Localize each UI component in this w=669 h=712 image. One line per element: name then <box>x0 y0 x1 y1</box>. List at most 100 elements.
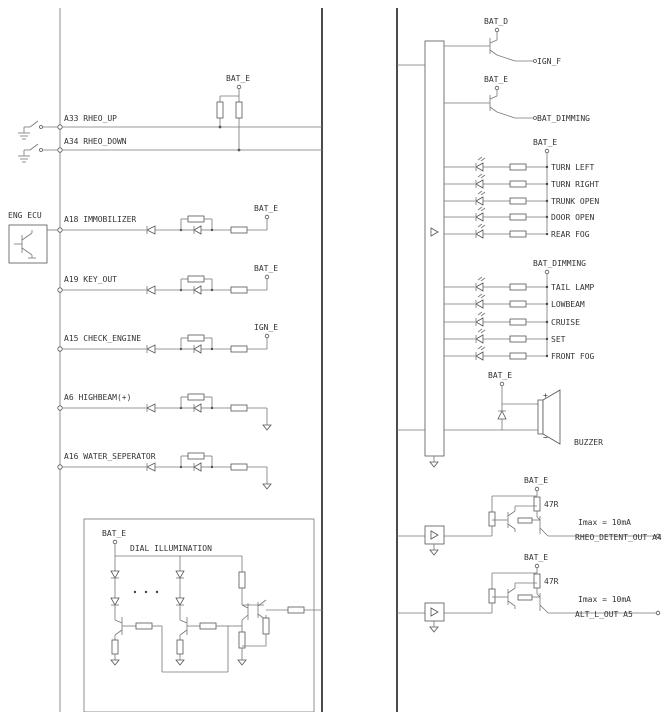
status-led-ray <box>480 329 486 334</box>
illum-q2-base-resistor <box>199 622 217 630</box>
illum-output-resistor <box>287 606 305 614</box>
illum-led1-icon <box>110 570 120 579</box>
status-led-row: REAR FOG <box>444 223 590 239</box>
driver-supply-label: BAT_E <box>524 476 548 485</box>
led-series-resistor <box>509 283 527 291</box>
indicator-ground-icon <box>262 424 272 431</box>
led-series-resistor <box>509 318 527 326</box>
status-led-label: REAR FOG <box>551 230 590 239</box>
rheo-up-switch-blade <box>29 120 39 128</box>
led-series-resistor <box>509 352 527 360</box>
status-led-ray <box>480 224 486 229</box>
status-led-ray <box>477 206 483 211</box>
illum-q1-base-resistor <box>135 622 153 630</box>
rheo-pullup-block: BAT_E <box>216 74 250 152</box>
bat-dimming-supply-terminal <box>494 85 500 91</box>
status-led-ray <box>477 311 483 316</box>
status-led-row: TRUNK OPEN <box>444 190 599 206</box>
driver-current-resistor <box>533 496 541 512</box>
ign-f-emit <box>489 49 498 56</box>
driver-imax-label: Imax = 10mA <box>578 595 631 604</box>
driver-supply-label: BAT_E <box>524 553 548 562</box>
indicator-supply-terminal <box>264 274 270 280</box>
rheo-up-input: A33 RHEO_UP <box>18 114 322 140</box>
ign-f-emit-wire <box>496 54 516 62</box>
buzzer-block: BAT_E + − BUZZER <box>444 371 603 447</box>
illum-driver-emit-lead <box>241 614 249 621</box>
status-led-row: TURN LEFT <box>444 156 595 172</box>
driver-pullup-resistor <box>488 588 496 604</box>
status-led-ray <box>480 157 486 162</box>
status-led-label: LOWBEAM <box>551 300 585 309</box>
led-series-resistor <box>509 300 527 308</box>
bat-dimming-terminal <box>533 116 537 120</box>
illum-driver-ground-icon <box>237 659 247 666</box>
led-row-junction <box>545 215 549 219</box>
status-led-ray <box>480 277 486 282</box>
indicator-pin-terminal <box>57 346 63 352</box>
driver-q2-coll <box>536 516 541 521</box>
driver-imax-label: Imax = 10mA <box>578 518 631 527</box>
ign-f-supply-label: BAT_D <box>484 17 508 26</box>
status-led-ray <box>477 293 483 298</box>
driver-supply-terminal <box>534 563 540 569</box>
status-led-ray <box>477 173 483 178</box>
driver-q1-emit <box>507 600 516 607</box>
led-row-junction <box>545 337 549 341</box>
driver-q2-emit <box>539 604 549 614</box>
driver-q2-emit <box>539 527 549 537</box>
indicator-pin-terminal <box>57 464 63 470</box>
buzzer-supply-label: BAT_E <box>488 371 512 380</box>
group2-supply-terminal <box>544 269 550 275</box>
status-led-ray <box>480 191 486 196</box>
led-row-junction <box>545 182 549 186</box>
indicator-diode-icon <box>146 344 156 354</box>
status-led-row: DOOR OPEN <box>444 206 595 222</box>
indicator-pin-terminal <box>57 405 63 411</box>
status-led-icon <box>475 334 484 344</box>
rheo-down-pin-terminal <box>57 147 63 153</box>
rheo-up-label: A33 RHEO_UP <box>64 114 117 123</box>
led-row-junction <box>545 199 549 203</box>
indicator-supply-terminal <box>264 333 270 339</box>
status-led-ray <box>477 190 483 195</box>
rheo-supply-terminal <box>236 84 242 90</box>
status-led-label: SET <box>551 335 566 344</box>
status-led-ray <box>477 156 483 161</box>
driver-output-terminal <box>655 533 661 539</box>
illum-q1-emitter <box>114 629 123 636</box>
status-led-icon <box>475 162 484 172</box>
illum-ellipsis-dot <box>144 590 148 594</box>
led-row-junction <box>545 354 549 358</box>
indicator-led-icon <box>193 285 202 295</box>
buzzer-plus: + <box>543 391 548 400</box>
ign-f-terminal <box>533 59 537 63</box>
status-led-row: SET <box>444 328 566 344</box>
indicator-pin-label: A15 CHECK_ENGINE <box>64 334 141 343</box>
bat-dimming-supply-label: BAT_E <box>484 75 508 84</box>
illum-q2-emitter <box>179 629 188 636</box>
driver-buffer-icon <box>430 530 439 540</box>
status-led-label: TURN RIGHT <box>551 180 599 189</box>
indicator-series-resistor <box>230 404 248 412</box>
buzzer-supply-terminal <box>499 381 505 387</box>
indicator-supply-label: BAT_E <box>254 264 278 273</box>
indicator-led-icon <box>193 344 202 354</box>
status-led-row: CRUISE <box>444 311 580 327</box>
illum-led4-icon <box>175 597 185 606</box>
driver-output-terminal <box>655 610 661 616</box>
rheo-down-label: A34 RHEO_DOWN <box>64 137 127 146</box>
indicator-diode-icon <box>146 225 156 235</box>
eng-ecu-block: ENG ECU <box>8 211 60 264</box>
eng-ecu-emitter <box>21 247 33 256</box>
status-led-icon <box>475 196 484 206</box>
status-led-label: CRUISE <box>551 318 580 327</box>
driver-resistor-value: 47R <box>544 577 559 586</box>
led-row-junction <box>545 320 549 324</box>
status-led-row: TURN RIGHT <box>444 173 599 189</box>
indicator-row: A16 WATER_SEPERATOR <box>57 452 272 490</box>
status-led-ray <box>480 207 486 212</box>
